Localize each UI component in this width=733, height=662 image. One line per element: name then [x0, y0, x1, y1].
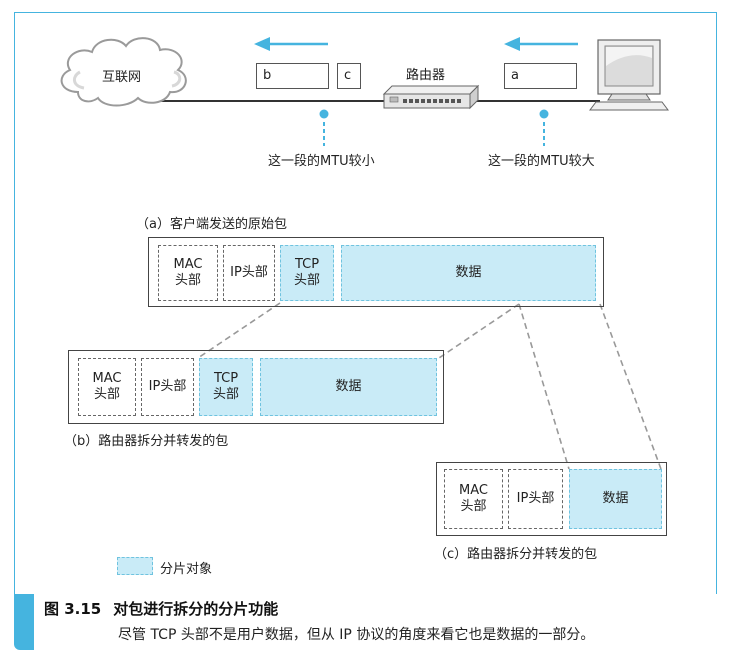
- internet-label: 互联网: [102, 70, 142, 85]
- packet-b-title: （b）路由器拆分并转发的包: [64, 434, 229, 449]
- data-block: 数据: [341, 245, 596, 301]
- packet-b-small: b: [256, 63, 329, 89]
- computer-icon: [589, 39, 669, 111]
- router-icon: [382, 84, 480, 110]
- caption-description: 尽管 TCP 头部不是用户数据，但从 IP 协议的角度来看它也是数据的一部分。: [118, 627, 595, 643]
- legend-label: 分片对象: [160, 562, 213, 577]
- mtu-large-label: 这一段的MTU较大: [488, 154, 595, 169]
- ip-header: IP头部: [508, 469, 563, 529]
- pin-marker-icon: [539, 109, 549, 146]
- tcp-header: TCP 头部: [280, 245, 334, 301]
- figure-caption: 图 3.15 对包进行拆分的分片功能 尽管 TCP 头部不是用户数据，但从 IP …: [14, 594, 717, 650]
- internet-cloud-icon: [60, 37, 187, 107]
- packet-a-title: （a）客户端发送的原始包: [136, 217, 287, 232]
- packet-a-small: a: [504, 63, 577, 89]
- pin-marker-icon: [319, 109, 329, 146]
- fragment-connectors: [197, 302, 662, 470]
- mtu-small-label: 这一段的MTU较小: [268, 154, 375, 169]
- packet-c-small: c: [337, 63, 361, 89]
- mac-header: MAC 头部: [158, 245, 218, 301]
- packet-b-label: b: [263, 68, 272, 83]
- legend-swatch: [117, 557, 153, 575]
- figure-frame: [14, 12, 717, 594]
- ip-header: IP头部: [141, 358, 194, 416]
- mac-header: MAC 头部: [78, 358, 136, 416]
- data-block: 数据: [260, 358, 437, 416]
- packet-c-title: （c）路由器拆分并转发的包: [434, 547, 598, 562]
- caption-accent-bar: [14, 594, 34, 650]
- packet-c: [436, 462, 667, 536]
- mac-header: MAC 头部: [444, 469, 503, 529]
- packet-c-label: c: [344, 68, 352, 83]
- data-block: 数据: [569, 469, 662, 529]
- ip-header: IP头部: [223, 245, 275, 301]
- figure-number: 图 3.15: [44, 600, 102, 618]
- packet-a-label: a: [511, 68, 519, 83]
- tcp-header: TCP 头部: [199, 358, 253, 416]
- packet-a: [148, 237, 604, 307]
- left-arrow-icon: [504, 37, 578, 51]
- caption-title-text: 对包进行拆分的分片功能: [113, 600, 279, 618]
- left-arrow-icon: [254, 37, 328, 51]
- router-label: 路由器: [406, 68, 446, 83]
- packet-b: [68, 350, 444, 424]
- caption-title: 图 3.15 对包进行拆分的分片功能: [44, 598, 278, 619]
